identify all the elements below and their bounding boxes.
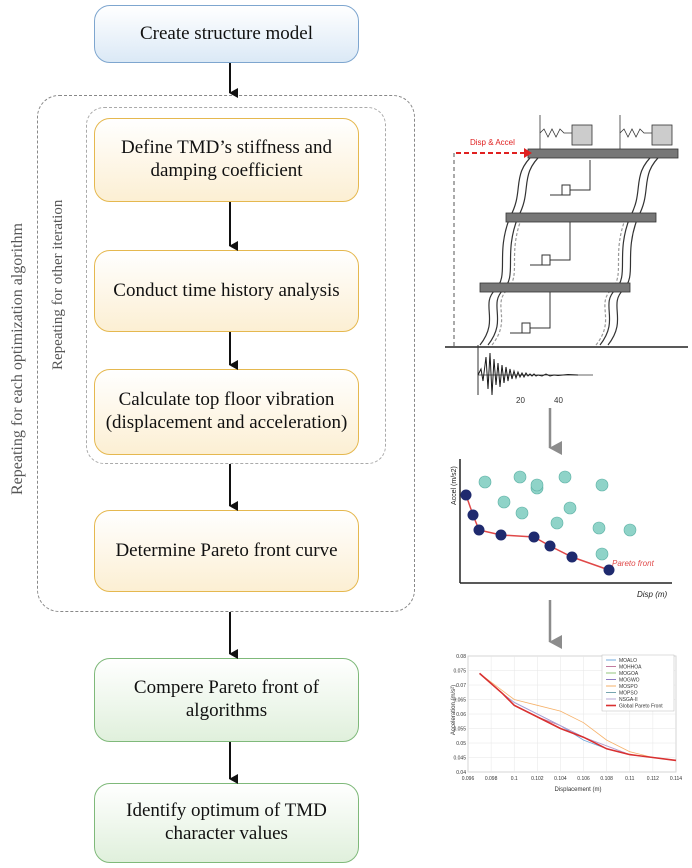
pareto-point [473,524,485,536]
accelerogram-tick-20: 20 [516,396,525,405]
x-tick-label: 0.112 [647,776,659,782]
accelerogram-trace [477,352,579,396]
legend-box [601,654,675,712]
tmd-box-right [651,124,673,146]
pareto-front-box: Determine Pareto front curve [94,510,359,592]
pareto-sketch: Accel (m/s2) Disp (m) Pareto front [451,459,672,599]
pareto-sketch-xlabel: Disp (m) [637,590,668,599]
legend-label: MOGOA [619,671,639,677]
create-model-box: Create structure model [94,5,359,63]
y-tick-label: 0.04 [456,770,466,776]
cloud-point [595,547,609,561]
legend-label: NSGA-II [619,697,638,703]
pareto-point [460,489,472,501]
tmd-box-left [571,124,593,146]
define-tmd-box: Define TMD’s stiffness and damping coeff… [94,118,359,202]
accelerogram-tick-40: 40 [554,396,563,405]
x-tick-label: 0.108 [600,776,613,782]
dampers [510,160,591,334]
pareto-sketch-front-line [465,494,610,571]
series-line [479,673,677,761]
cloud-point [595,478,609,492]
comparison-chart-xlabel: Displacement (m) [554,787,601,793]
y-tick-label: 0.06 [456,712,466,718]
pareto-front-label: Pareto front [612,559,655,568]
floor-slab-top [527,148,679,159]
y-tick-label: 0.07 [456,683,466,689]
accelerogram: 20 40 [477,345,593,405]
y-tick-label: 0.065 [453,698,466,704]
identify-optimum-box: Identify optimum of TMD character values [94,783,359,863]
cloud-point [530,478,544,492]
floor-slab-low [479,282,631,293]
disp-accel-arrowhead [524,148,532,158]
inner-loop-frame [86,107,386,464]
y-tick-label: 0.08 [456,654,466,660]
pareto-point [495,529,507,541]
pareto-point [528,531,540,543]
legend-label: MOGWO [619,678,640,684]
pareto-point [467,509,479,521]
pareto-points [460,489,615,576]
pareto-point [566,551,578,563]
cloud-point [513,470,527,484]
cloud-point [623,523,637,537]
comparison-chart-ylabel: Acceleration (m/s²) [451,685,457,735]
tmd-springs [539,115,652,149]
cloud-point [497,495,511,509]
cloud-point [592,521,606,535]
outer-loop-frame [37,95,415,612]
series-line [479,672,677,762]
legend-label: Global Pareto Front [619,704,663,710]
cloud-point [558,470,572,484]
x-tick-label: 0.106 [577,776,590,782]
cloud-points [478,470,637,561]
y-tick-label: 0.075 [453,669,466,675]
calculate-vibration-box: Calculate top floor vibration (displacem… [94,369,359,455]
x-tick-label: 0.11 [625,776,635,782]
comparison-chart: 0.096 0.098 0.1 0.102 0.104 0.106 0.108 0.11 0.1… [451,654,682,793]
cloud-point [563,501,577,515]
x-tick-label: 0.1 [511,776,518,782]
y-tick-label: 0.05 [456,741,466,747]
cloud-point [515,506,529,520]
y-tick-label: 0.055 [453,727,466,733]
compare-pareto-box: Compere Pareto front of algorithms [94,658,359,742]
legend-label: MOALO [619,658,637,664]
columns [479,152,664,346]
legend-label: MOPSO [619,691,638,697]
legend-label: MOSPO [619,684,638,690]
structure-illustration: Disp & Accel [445,115,688,348]
floor-slab-mid [505,212,657,223]
pareto-sketch-ylabel: Accel (m/s2) [451,466,458,505]
pareto-point [544,540,556,552]
x-tick-label: 0.114 [670,776,682,782]
time-history-box: Conduct time history analysis [94,250,359,332]
x-tick-label: 0.098 [485,776,498,782]
legend-label: MOHHOA [619,665,642,671]
x-tick-label: 0.096 [462,776,475,782]
pareto-point [603,564,615,576]
cloud-point [550,516,564,530]
cloud-point [478,475,492,489]
x-tick-label: 0.102 [531,776,544,782]
y-tick-label: 0.045 [453,756,466,762]
disp-accel-label: Disp & Accel [470,138,515,147]
x-tick-label: 0.104 [554,776,567,782]
